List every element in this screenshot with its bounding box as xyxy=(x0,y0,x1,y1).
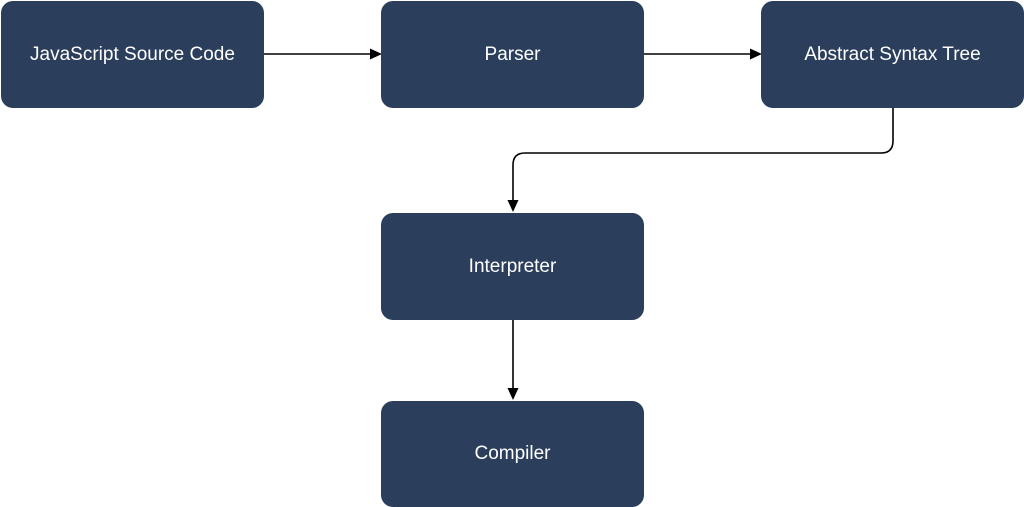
node-compiler: Compiler xyxy=(381,401,644,507)
node-parser: Parser xyxy=(381,1,644,108)
node-abstract-syntax-tree: Abstract Syntax Tree xyxy=(761,1,1024,108)
node-interpreter: Interpreter xyxy=(381,213,644,320)
node-javascript-source-code: JavaScript Source Code xyxy=(1,1,264,108)
node-label-source: JavaScript Source Code xyxy=(30,43,235,65)
node-label-compiler: Compiler xyxy=(474,443,551,464)
arrowhead-interpreter-to-compiler xyxy=(507,388,519,400)
node-label-parser: Parser xyxy=(484,43,541,65)
arrowhead-parser-to-ast xyxy=(750,48,762,60)
arrowhead-source-to-parser xyxy=(370,48,382,60)
node-label-ast: Abstract Syntax Tree xyxy=(804,43,981,65)
edge-ast-to-interpreter xyxy=(512,108,894,202)
arrowhead-ast-to-interpreter xyxy=(507,200,519,212)
node-label-interpreter: Interpreter xyxy=(468,255,557,277)
